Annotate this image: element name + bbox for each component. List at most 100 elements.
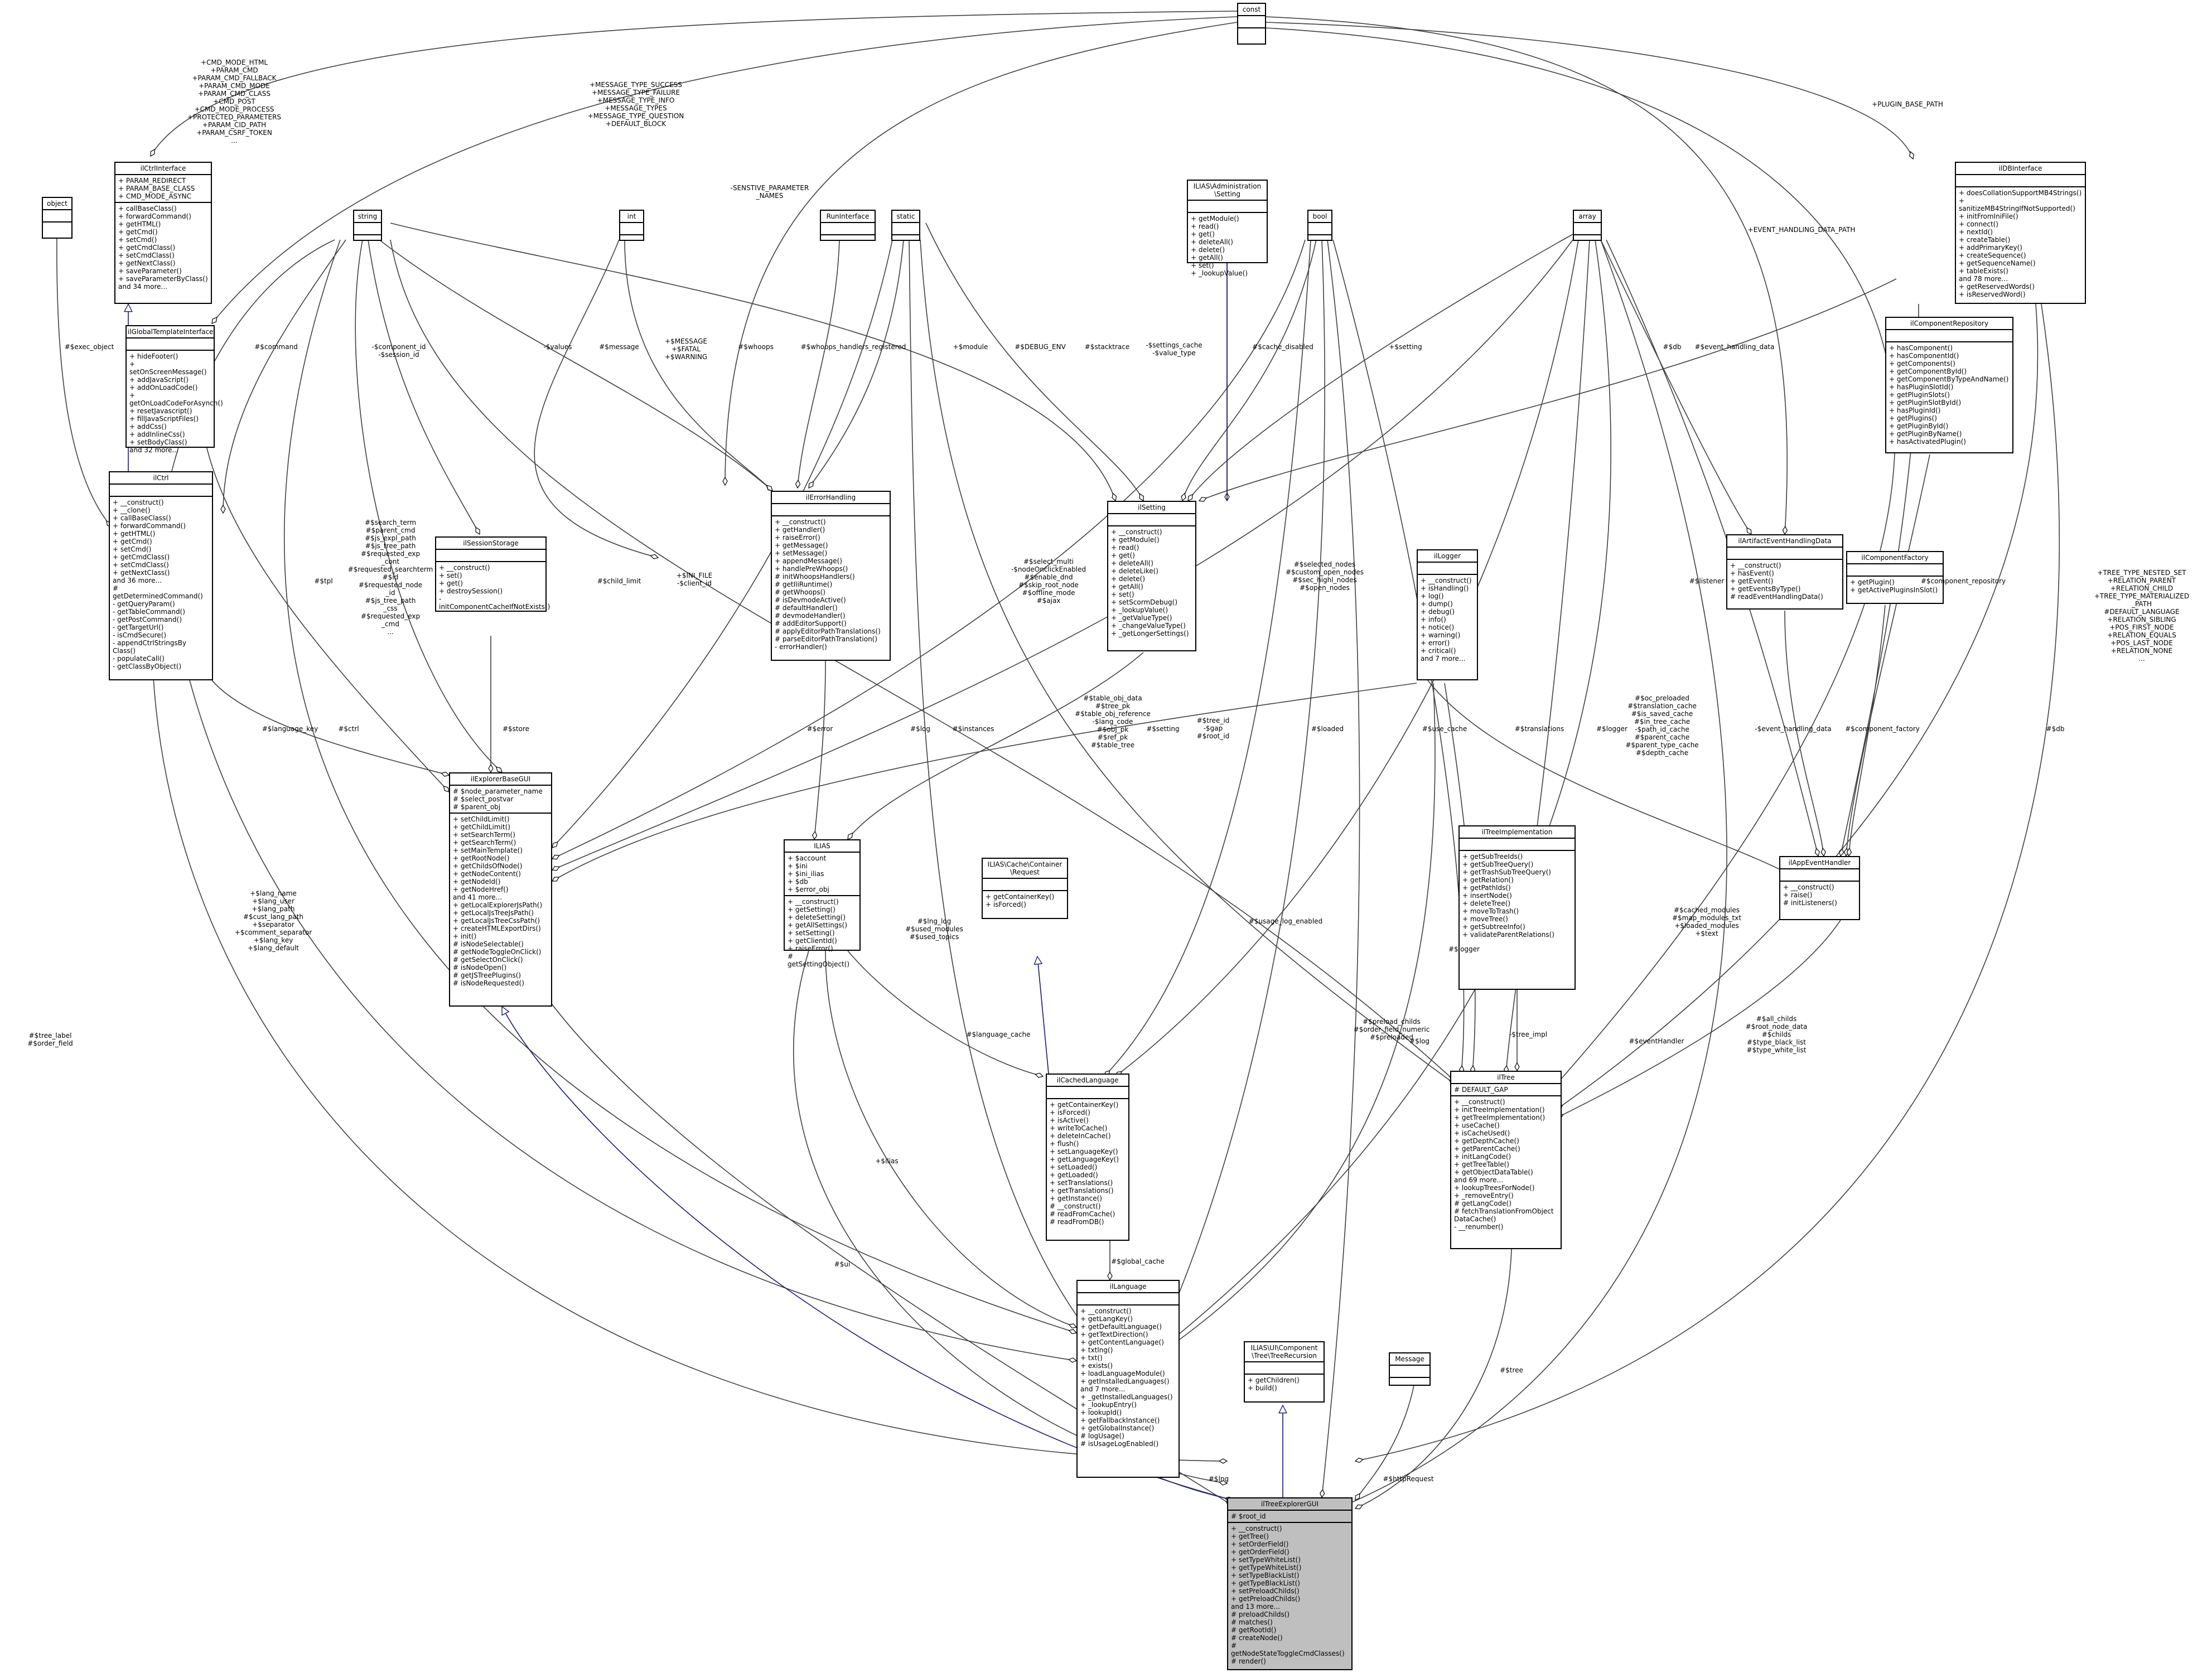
edge-array-setting [1188, 234, 1573, 501]
label-select-multi: #$select_multi -$nodeOnclickEnabled #$en… [1011, 558, 1086, 605]
label-lang-misc: +$lang_name +$lang_user +$lang_path #$cu… [234, 889, 312, 952]
edge-inherit-treeexplorer-explorer [501, 1007, 1233, 1501]
node-ilErrorHandling: ilErrorHandling + __construct() + getHan… [771, 491, 891, 661]
edge-bool-cached [1104, 239, 1311, 1076]
label-global-cache: #$global_cache [1111, 1258, 1165, 1265]
label-debug-env: #$DEBUG_ENV [1015, 343, 1066, 351]
node-CacheRequest: ILIAS\Cache\Container \Request + getCont… [982, 858, 1068, 919]
node-message: Message [1389, 1352, 1431, 1386]
node-operations: + getChildren() + build() [1248, 1376, 1300, 1392]
label-ilias: +$ilias [875, 1157, 899, 1165]
label-values: -$values [543, 343, 572, 351]
edge-tree-treeexplorer [1355, 1249, 1512, 1508]
node-title: ilGlobalTemplateInterface [127, 326, 214, 339]
label-event-path: +EVENT_HANDLING_DATA_PATH [1747, 226, 1856, 234]
node-ILIASAdminSetting: ILIAS\Administration \Setting + getModul… [1187, 180, 1268, 277]
node-ilExplorerBaseGUI: ilExplorerBaseGUI # $node_parameter_name… [449, 772, 552, 1007]
node-ilCachedLanguage: ilCachedLanguage + getContainerKey() + i… [1046, 1074, 1129, 1241]
label-http-request: #$httpRequest [1383, 1475, 1434, 1483]
label-table-data: #$table_obj_data #$tree_pk #$table_obj_r… [1075, 694, 1151, 749]
node-title: ILIAS\Administration \Setting [1188, 181, 1267, 201]
node-operations: + getPlugin() + getActivePluginsInSlot() [1850, 578, 1938, 594]
node-title: ilSetting [1108, 502, 1195, 514]
edge-int-ilias [534, 239, 658, 558]
label-stacktrace: #$stacktrace [1084, 343, 1130, 351]
node-attributes: # DEFAULT_GAP [1451, 1084, 1561, 1096]
node-operations: + __construct() + set() + get() + destro… [439, 564, 550, 611]
label-all-childs: #$all_childs #$root_node_data #$childs #… [1745, 1015, 1808, 1054]
node-ilLogger: ilLogger + __construct() + isHandling() … [1417, 549, 1478, 680]
edge-string-error [379, 239, 772, 491]
node-ilCtrl: ilCtrl + __construct() + __clone() + cal… [109, 471, 213, 680]
edge-array-artifact [1600, 239, 1751, 534]
label-component-id: -$component_id -$session_id [371, 343, 426, 359]
node-ilLanguage: ilLanguage + __construct() + getLangKey(… [1076, 1280, 1180, 1478]
label-component-repository: #$component_repository [1920, 577, 2006, 585]
node-attributes [1047, 1087, 1128, 1099]
node-title: bool [1308, 211, 1331, 223]
node-ilCtrlInterface: ilCtrlInterface + PARAM_REDIRECT + PARAM… [114, 162, 212, 304]
node-operations: + getSubTreeIds() + getSubTreeQuery() + … [1462, 853, 1554, 939]
label-ui: #$ui [834, 1260, 851, 1268]
node-title: ILIAS\Cache\Container \Request [983, 859, 1067, 879]
node-title: ilTreeExplorerGUI [1228, 1498, 1351, 1511]
node-operations: + __construct() + getTree() + setOrderFi… [1231, 1525, 1345, 1665]
edge-static-language [909, 239, 1093, 1338]
node-attributes [1188, 201, 1267, 213]
node-title: ilTreeImplementation [1460, 826, 1575, 839]
node-title: array [1574, 211, 1601, 223]
node-array: array [1573, 210, 1602, 241]
label-ctrl-consts: +CMD_MODE_HTML +PARAM_CMD +PARAM_CMD_FAL… [187, 59, 282, 144]
edge-static-tree [920, 239, 1456, 1085]
node-title: ilAppEventHandler [1780, 857, 1859, 869]
node-operations: + doesCollationSupportMB4Strings() + san… [1959, 189, 2082, 298]
node-bool: bool [1307, 210, 1332, 241]
label-message: #$message [599, 343, 639, 351]
node-attributes [1886, 330, 2012, 342]
node-ilSetting: ilSetting + __construct() + getModule() … [1107, 501, 1196, 651]
node-operations: + __construct() + isHandling() + log() +… [1421, 577, 1472, 663]
label-command: #$command [254, 343, 298, 351]
edge-string-explorer [355, 239, 502, 772]
edge-comprepo-apphandler [1846, 454, 1930, 856]
label-tree-id: #$tree_id -$gap #$root_id [1196, 717, 1230, 740]
node-ilDBInterface: ilDBInterface + doesCollationSupportMB4S… [1955, 162, 2086, 304]
node-ilSessionStorage: ilSessionStorage + __construct() + set()… [435, 536, 550, 612]
edge-inherit-cached [1037, 956, 1049, 1074]
label-lng: #$lng [1208, 1475, 1229, 1483]
node-attributes [110, 485, 212, 497]
edge-bool-setting [1182, 239, 1317, 501]
label-sensitive: -SENSTIVE_PARAMETER _NAMES [730, 184, 809, 200]
edge-error-ilias [814, 660, 826, 839]
label-lng-log: #$lng_log #$used_modules #$used_topics [905, 917, 963, 941]
label-language-cache: #$language_cache [966, 1031, 1031, 1038]
edge-static-error [809, 239, 904, 488]
edge-db-tree [1556, 303, 2039, 1110]
edge-const-tree [1264, 27, 1896, 1085]
node-attributes [983, 879, 1067, 891]
edge-static-explorer [552, 239, 893, 848]
node-title: ILIAS [785, 840, 859, 853]
node-attributes [127, 339, 214, 351]
node-title: ilLogger [1418, 550, 1477, 563]
node-title: ilComponentRepository [1886, 318, 2012, 330]
node-attributes [436, 550, 545, 562]
node-string: string [353, 210, 382, 241]
edge-setting-ilias [848, 652, 1144, 839]
edge-array-cached [1115, 239, 1579, 1076]
edge-runinterface-error [798, 239, 840, 488]
edge-ilias-cached [847, 950, 1043, 1076]
node-title: ilErrorHandling [772, 492, 890, 504]
node-attributes [1956, 175, 2085, 187]
node-title: ilCtrlInterface [115, 163, 211, 175]
node-title: object [43, 198, 71, 210]
label-loaded: #$loaded [1311, 725, 1344, 733]
edge-ilias-language [825, 950, 1076, 1327]
label-module: +$module [953, 343, 988, 351]
node-operations: + hideFooter() + setOnScreenMessage() + … [129, 352, 223, 454]
node-static: static [891, 210, 920, 241]
node-operations: + setChildLimit() + getChildLimit() + se… [453, 815, 543, 987]
edge-array-treeexplorer [1344, 239, 1727, 1506]
node-title: static [892, 211, 919, 223]
node-attributes [1780, 869, 1859, 882]
